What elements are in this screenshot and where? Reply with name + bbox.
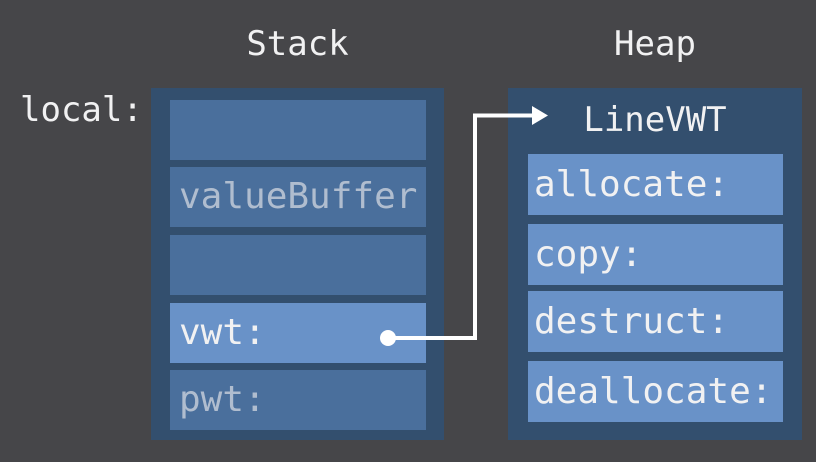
stack-slot-valuebuffer: valueBuffer <box>170 167 426 227</box>
heap-column-title: Heap <box>614 24 696 64</box>
heap-box: LineVWT allocate: copy: destruct: deallo… <box>508 88 802 440</box>
heap-slot-copy: copy: <box>528 224 783 285</box>
heap-slot-destruct: destruct: <box>528 291 783 352</box>
stack-column-title: Stack <box>246 24 349 64</box>
local-variable-label: local: <box>20 90 143 130</box>
heap-slot-allocate: allocate: <box>528 154 783 215</box>
stack-slot-empty-1 <box>170 100 426 160</box>
stack-slot-vwt: vwt: <box>170 303 426 363</box>
stack-slot-pwt: pwt: <box>170 370 426 430</box>
stack-box: valueBuffer vwt: pwt: <box>151 88 444 440</box>
heap-box-title: LineVWT <box>583 100 727 140</box>
stack-slot-empty-2 <box>170 235 426 295</box>
heap-slot-deallocate: deallocate: <box>528 361 783 422</box>
